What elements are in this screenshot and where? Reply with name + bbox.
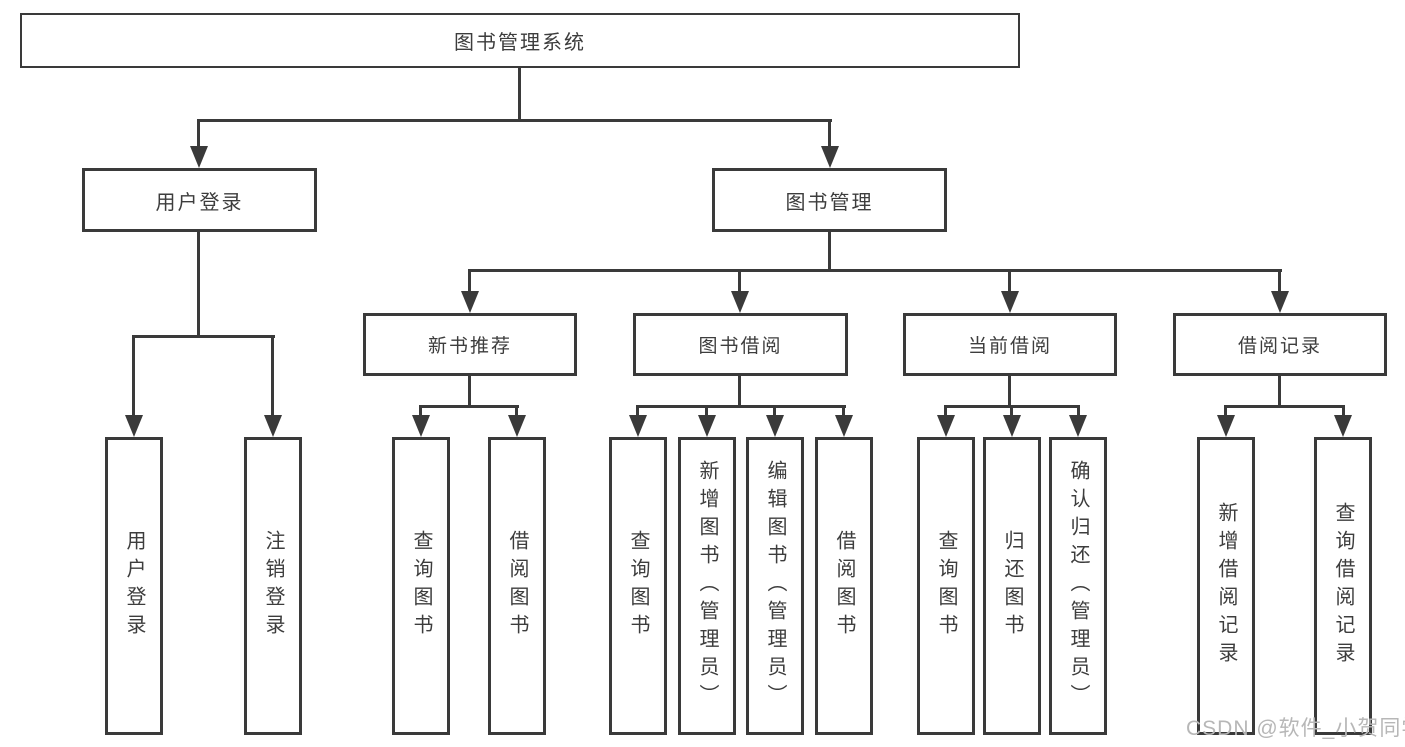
connector-line <box>1278 376 1281 407</box>
node-label: 查询图书 <box>935 530 957 642</box>
connector-line <box>842 407 845 417</box>
connector-line <box>1224 405 1345 408</box>
node-borrowing-records: 借阅记录 <box>1173 313 1387 376</box>
leaf-borrow-books-borrowing: 借阅图书 <box>815 437 873 735</box>
node-label: 新增借阅记录 <box>1215 502 1237 670</box>
leaf-add-books-admin: 新增图书（管理员） <box>678 437 736 735</box>
arrow-down-icon <box>937 415 955 437</box>
node-label: 确认归还（管理员） <box>1067 460 1089 712</box>
connector-line <box>1008 376 1011 407</box>
node-current-borrowing: 当前借阅 <box>903 313 1117 376</box>
node-label: 当前借阅 <box>967 336 1052 357</box>
arrow-down-icon <box>508 415 526 437</box>
connector-line <box>468 271 471 293</box>
arrow-down-icon <box>412 415 430 437</box>
connector-line <box>132 337 135 417</box>
node-label: 新书推荐 <box>427 336 512 357</box>
arrow-down-icon <box>629 415 647 437</box>
connector-line <box>419 407 422 417</box>
connector-line <box>197 232 200 337</box>
node-label: 借阅图书 <box>506 530 528 642</box>
connector-line <box>515 407 518 417</box>
connector-line <box>518 68 521 121</box>
leaf-query-books-current: 查询图书 <box>917 437 975 735</box>
connector-line <box>1224 407 1227 417</box>
node-label: 归还图书 <box>1001 530 1023 642</box>
connector-line <box>468 376 471 407</box>
leaf-user-login: 用户登录 <box>105 437 163 735</box>
node-label: 新增图书（管理员） <box>696 460 718 712</box>
connector-line <box>738 271 741 293</box>
leaf-edit-books-admin: 编辑图书（管理员） <box>746 437 804 735</box>
leaf-add-borrow-record: 新增借阅记录 <box>1197 437 1255 735</box>
connector-line <box>738 376 741 407</box>
leaf-confirm-return-admin: 确认归还（管理员） <box>1049 437 1107 735</box>
node-book-borrowing: 图书借阅 <box>633 313 848 376</box>
node-label: 编辑图书（管理员） <box>764 460 786 712</box>
arrow-down-icon <box>766 415 784 437</box>
arrow-down-icon <box>821 146 839 168</box>
arrow-down-icon <box>461 291 479 313</box>
connector-line <box>828 121 831 149</box>
node-label: 借阅记录 <box>1237 336 1322 357</box>
connector-line <box>271 337 274 417</box>
node-user-login: 用户登录 <box>82 168 317 232</box>
connector-line <box>944 407 947 417</box>
arrow-down-icon <box>1271 291 1289 313</box>
node-root: 图书管理系统 <box>20 13 1020 68</box>
connector-line <box>1077 407 1080 417</box>
arrow-down-icon <box>1003 415 1021 437</box>
connector-line <box>636 405 846 408</box>
arrow-down-icon <box>731 291 749 313</box>
leaf-query-borrow-record: 查询借阅记录 <box>1314 437 1372 735</box>
leaf-borrow-books-recommend: 借阅图书 <box>488 437 546 735</box>
connector-line <box>1278 271 1281 293</box>
connector-line <box>705 407 708 417</box>
connector-line <box>773 407 776 417</box>
node-label: 用户登录 <box>155 191 244 214</box>
arrow-down-icon <box>264 415 282 437</box>
connector-line <box>636 407 639 417</box>
node-book-management: 图书管理 <box>712 168 947 232</box>
connector-line <box>944 405 1080 408</box>
connector-line <box>197 121 200 149</box>
csdn-watermark: CSDN @软件_小贺同学 <box>1186 717 1405 740</box>
arrow-down-icon <box>1069 415 1087 437</box>
connector-line <box>197 119 832 122</box>
leaf-query-books-borrowing: 查询图书 <box>609 437 667 735</box>
node-label: 注销登录 <box>262 530 284 642</box>
arrow-down-icon <box>190 146 208 168</box>
node-label: 用户登录 <box>123 530 145 642</box>
connector-line <box>1008 271 1011 293</box>
node-label: 查询图书 <box>410 530 432 642</box>
node-label: 图书借阅 <box>698 336 783 357</box>
arrow-down-icon <box>1217 415 1235 437</box>
node-new-book-recommendation: 新书推荐 <box>363 313 577 376</box>
arrow-down-icon <box>1334 415 1352 437</box>
connector-line <box>1010 407 1013 417</box>
connector-line <box>419 405 519 408</box>
node-label: 借阅图书 <box>833 530 855 642</box>
connector-line <box>1342 407 1345 417</box>
node-label: 图书管理系统 <box>454 32 586 54</box>
node-label: 查询借阅记录 <box>1332 502 1354 670</box>
node-label: 图书管理 <box>785 191 874 214</box>
arrow-down-icon <box>835 415 853 437</box>
connector-line <box>828 232 831 271</box>
arrow-down-icon <box>1001 291 1019 313</box>
leaf-query-books-recommend: 查询图书 <box>392 437 450 735</box>
connector-line <box>468 269 1282 272</box>
arrow-down-icon <box>698 415 716 437</box>
leaf-logout-login: 注销登录 <box>244 437 302 735</box>
leaf-return-books: 归还图书 <box>983 437 1041 735</box>
connector-line <box>132 335 275 338</box>
arrow-down-icon <box>125 415 143 437</box>
node-label: 查询图书 <box>627 530 649 642</box>
